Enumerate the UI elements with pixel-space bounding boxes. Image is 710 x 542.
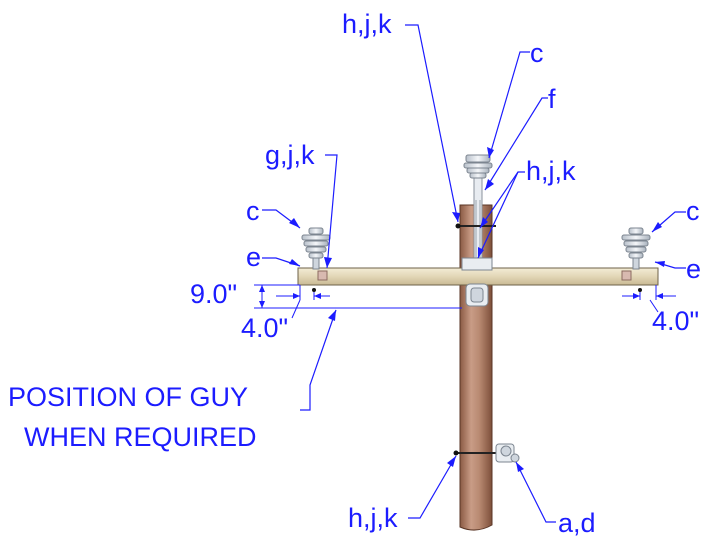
- pole-bolt-top: [455, 223, 496, 229]
- label-guy-line2: WHEN REQUIRED: [24, 422, 257, 452]
- dimension-lines: [254, 284, 676, 319]
- label-guy-line1: POSITION OF GUY: [8, 382, 248, 412]
- label-gjk: g,j,k: [265, 140, 315, 170]
- label-hjk-mid: h,j,k: [526, 156, 576, 186]
- label-f: f: [548, 84, 556, 114]
- label-c-left: c: [246, 196, 260, 226]
- label-dim-9: 9.0": [190, 279, 237, 309]
- crossarm: [297, 267, 659, 286]
- guy-attachment: [453, 443, 520, 463]
- labels: h,j,k c f h,j,k g,j,k c e c e 9.0" 4.0" …: [8, 9, 701, 538]
- label-c-top: c: [530, 38, 544, 68]
- crossarm-bolt-left: [312, 288, 316, 292]
- label-dim-4-left: 4.0": [241, 313, 288, 343]
- label-hjk-bottom: h,j,k: [348, 503, 398, 533]
- leader-lines: [262, 24, 686, 523]
- top-insulator: [463, 154, 493, 268]
- crossarm-bracket: [461, 257, 493, 307]
- label-ad: a,d: [558, 508, 596, 538]
- label-e-right: e: [686, 254, 701, 284]
- label-e-left: e: [246, 242, 261, 272]
- right-insulator: [621, 227, 651, 270]
- crossarm-bolt-right: [638, 288, 642, 292]
- left-insulator: [301, 227, 331, 270]
- label-c-right: c: [686, 196, 700, 226]
- label-dim-4-right: 4.0": [652, 306, 699, 336]
- label-hjk-top: h,j,k: [342, 9, 392, 39]
